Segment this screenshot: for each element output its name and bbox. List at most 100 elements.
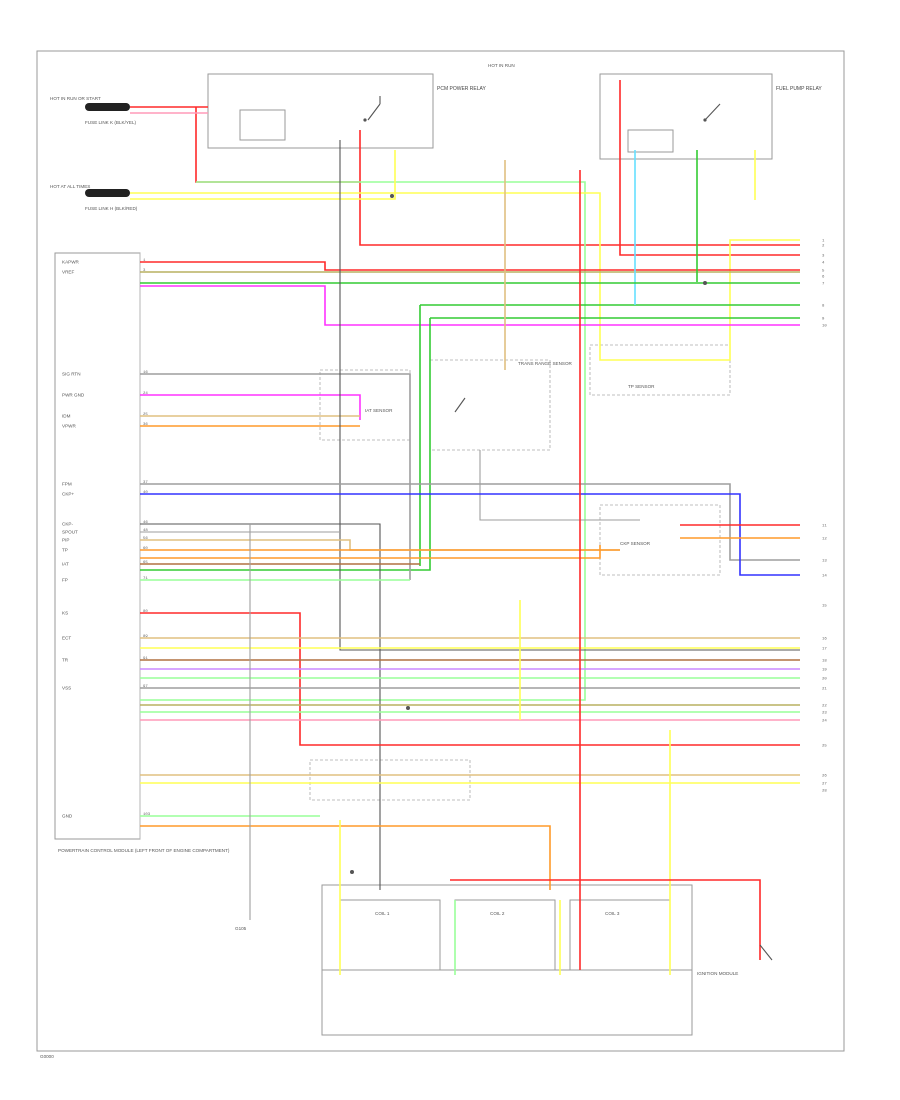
pcm-pin-number: 37 <box>143 481 148 485</box>
pcm-pin-number: 56 <box>143 537 148 541</box>
coil-pack-box <box>321 884 693 1036</box>
right-connector-pin-number: 21 <box>822 688 827 692</box>
pcm-pin-label: SIG RTN <box>62 372 81 377</box>
pcm-pin-label: PWR GND <box>62 393 85 398</box>
iac-box <box>309 759 471 801</box>
pcm-pin-number: 24 <box>143 392 148 396</box>
right-connector-pin-number: 15 <box>822 605 827 609</box>
pcm-pin-number: 16 <box>143 371 148 375</box>
right-connector-pin-number: 6 <box>822 276 825 280</box>
pcm-pin-label: FPM <box>62 482 72 487</box>
label-coil-1: COIL 1 <box>375 911 390 916</box>
pcm-pin-label: FP <box>62 578 68 583</box>
label-fuel-pump-relay: FUEL PUMP RELAY <box>776 86 822 92</box>
right-connector-pin-number: 1 <box>822 240 825 244</box>
pcm-pin-label: TR <box>62 658 69 663</box>
ckp-box <box>599 504 721 576</box>
relay-coil-box <box>239 109 286 141</box>
right-connector-pin-number: 7 <box>822 283 825 287</box>
footer-code: G0000 <box>40 1054 54 1059</box>
pcm-pin-label: VPWR <box>62 424 76 429</box>
right-connector-pin-number: 23 <box>822 712 827 716</box>
right-connector-pin-number: 16 <box>822 638 827 642</box>
right-connector-pin-number: 25 <box>822 745 827 749</box>
pcm-pin-label: TP <box>62 548 68 553</box>
right-connector-pin-number: 11 <box>822 525 827 529</box>
pcm-box <box>54 252 141 840</box>
right-connector-pin-number: 2 <box>822 245 825 249</box>
label-fuse-link-1: FUSE LINK K (BLK/YEL) <box>85 120 137 125</box>
pcm-pin-number: 91 <box>143 657 148 661</box>
label-tp-sensor: TP SENSOR <box>628 384 655 389</box>
sensor-box <box>319 369 411 441</box>
label-ckp-sensor: CKP SENSOR <box>620 541 651 546</box>
pcm-pin-number: 80 <box>143 610 148 614</box>
label-coil-2: COIL 2 <box>490 911 505 916</box>
right-connector-pin-number: 4 <box>822 262 825 266</box>
ignition-module-box <box>321 969 693 1036</box>
right-connector-pin-number: 13 <box>822 560 827 564</box>
label-ignition-module: IGNITION MODULE <box>697 971 738 976</box>
right-connector-pin-number: 19 <box>822 669 827 673</box>
pcm-pin-label: KAPWR <box>62 260 80 265</box>
right-connector-pin-number: 8 <box>822 305 825 309</box>
pcm-pin-number: 60 <box>143 547 148 551</box>
right-connector-pin-number: 24 <box>822 720 827 724</box>
pcm-pin-label: IDM <box>62 414 71 419</box>
right-connector-pin-number: 27 <box>822 783 827 787</box>
fuse-link-2 <box>85 189 130 197</box>
right-connector-pin-number: 3 <box>822 255 825 259</box>
right-connector-pin-number: 18 <box>822 660 827 664</box>
pcm-pin-label: CKP- <box>62 522 73 527</box>
trans-box <box>429 359 551 451</box>
right-connector-pin-number: 9 <box>822 318 825 322</box>
pcm-pin-label: SPOUT <box>62 530 78 535</box>
pcm-pin-number: 71 <box>143 577 148 581</box>
right-connector-pin-number: 22 <box>822 705 827 709</box>
right-connector-pin-number: 14 <box>822 575 827 579</box>
pcm-pin-number: 65 <box>143 561 148 565</box>
label-fuse-link-2: FUSE LINK H (BLK/RED) <box>85 206 138 211</box>
pcm-pin-label: GND <box>62 814 73 819</box>
label-pcm-caption: POWERTRAIN CONTROL MODULE (LEFT FRONT OF… <box>58 848 230 853</box>
label-hot-fused: HOT IN RUN <box>488 63 515 68</box>
pcm-pin-number: 48 <box>143 529 148 533</box>
pcm-relay-box <box>207 73 434 149</box>
label-hot-at-all-times: HOT AT ALL TIMES <box>50 184 90 189</box>
label-hot-run-start: HOT IN RUN OR START <box>50 96 101 101</box>
label-iat-sensor: IAT SENSOR <box>365 408 393 413</box>
right-connector-pins: 1234567891011121314151617181920212223242… <box>822 240 827 794</box>
label-trans-range: TRANS RANGE SENSOR <box>518 361 573 366</box>
pcm-pin-number: 103 <box>143 813 151 817</box>
diagram-frame <box>36 50 845 1052</box>
right-connector-pin-number: 26 <box>822 775 827 779</box>
pcm-pin-label: CKP+ <box>62 492 74 497</box>
tp-box <box>589 344 731 396</box>
coil-2-box <box>454 899 556 971</box>
pcm-pin-label: VSS <box>62 686 71 691</box>
right-connector-pin-number: 28 <box>822 790 827 794</box>
pcm-pin-number: 25 <box>143 413 148 417</box>
label-coil-3: COIL 3 <box>605 911 620 916</box>
fp-relay-coil <box>627 129 674 153</box>
pcm-pin-number: 40 <box>143 491 148 495</box>
right-connector-pin-number: 20 <box>822 678 827 682</box>
fuel-pump-relay-box <box>599 73 773 160</box>
fuse-link-1 <box>85 103 130 111</box>
label-ground: G105 <box>235 926 247 931</box>
right-connector-pin-number: 12 <box>822 538 827 542</box>
pcm-pin-number: 97 <box>143 685 148 689</box>
pcm-pin-label: VREF <box>62 270 74 275</box>
right-connector-pin-number: 10 <box>822 325 827 329</box>
coil-3-box <box>569 899 671 971</box>
pcm-pin-labels: KAPWR VREF SIG RTN PWR GND IDM VPWR FPM CKP+ CKP… <box>62 260 85 819</box>
pcm-pin-number: 3 <box>143 269 146 273</box>
coil-1-box <box>339 899 441 971</box>
pcm-pin-number: 36 <box>143 423 148 427</box>
pcm-pin-label: PIP <box>62 538 69 543</box>
pcm-pin-number: 1 <box>143 259 146 263</box>
pcm-pin-number: 89 <box>143 635 148 639</box>
